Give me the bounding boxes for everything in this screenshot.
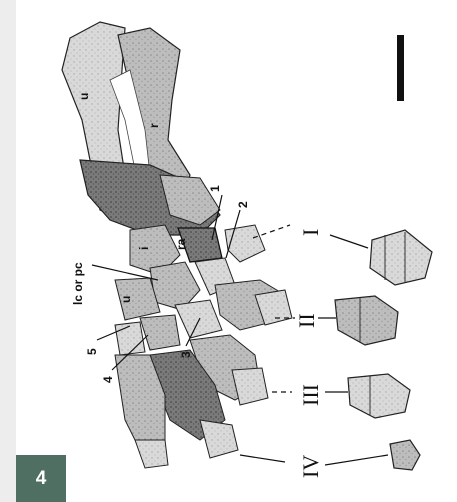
label-4: 4 bbox=[101, 376, 115, 383]
digit-label-I: I bbox=[298, 229, 323, 236]
label-lc-or-pc: lc or pc bbox=[71, 262, 85, 305]
isolated-digit-III bbox=[348, 374, 410, 418]
label-2: 2 bbox=[236, 201, 250, 208]
isolated-digit-IV bbox=[390, 440, 420, 470]
label-5: 5 bbox=[85, 348, 99, 355]
digit-1-bones bbox=[225, 225, 265, 262]
isolated-digit-I bbox=[370, 230, 432, 285]
label-3: 3 bbox=[179, 351, 193, 358]
carpal-5 bbox=[115, 322, 145, 355]
digit-5-distal bbox=[135, 440, 168, 468]
label-ra: ra bbox=[174, 238, 188, 250]
label-1: 1 bbox=[208, 185, 222, 192]
scale-bar bbox=[397, 35, 404, 101]
label-u-carpal: u bbox=[119, 296, 133, 303]
digit-3-distal bbox=[232, 368, 268, 405]
isolated-digit-II bbox=[335, 296, 398, 345]
label-u: u bbox=[77, 93, 91, 100]
carpal-3 bbox=[175, 300, 222, 338]
label-i: i bbox=[137, 247, 151, 250]
label-r: r bbox=[147, 123, 161, 128]
digit-label-II: II bbox=[294, 313, 319, 328]
digit-4-distal bbox=[200, 420, 238, 458]
panel-number-badge: 4 bbox=[16, 455, 66, 502]
digit-label-IV: IV bbox=[298, 455, 323, 478]
carpal-4 bbox=[140, 315, 180, 350]
digit-label-III: III bbox=[298, 384, 323, 406]
